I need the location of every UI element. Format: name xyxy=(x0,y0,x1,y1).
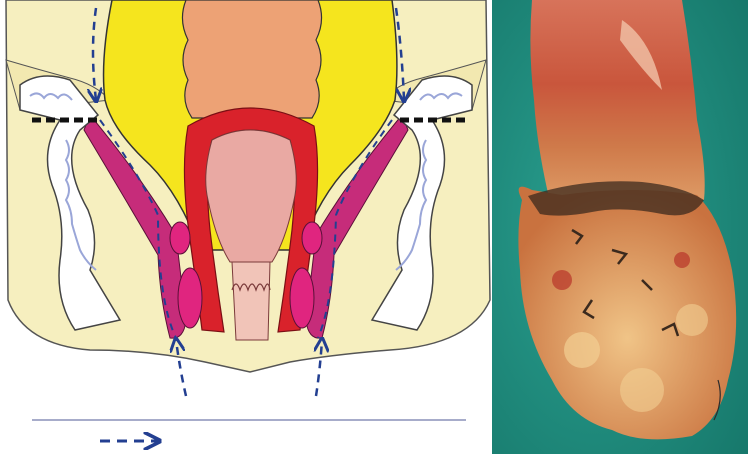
external-sphincter-right-upper xyxy=(302,222,322,254)
specimen-photo xyxy=(492,0,748,454)
specimen-rectum xyxy=(530,0,704,210)
external-sphincter-left-upper xyxy=(170,222,190,254)
blood-spot xyxy=(552,270,572,290)
anal-canal xyxy=(232,262,270,340)
fat-lobule xyxy=(564,332,600,368)
blood-spot xyxy=(674,252,690,268)
external-sphincter-right-lower xyxy=(290,268,314,328)
fat-lobule xyxy=(620,368,664,412)
anatomical-diagram-panel xyxy=(0,0,492,454)
specimen-photo-panel xyxy=(492,0,748,454)
external-sphincter-left-lower xyxy=(178,268,202,328)
colon xyxy=(182,0,321,118)
anatomical-diagram xyxy=(0,0,492,454)
fat-lobule xyxy=(676,304,708,336)
